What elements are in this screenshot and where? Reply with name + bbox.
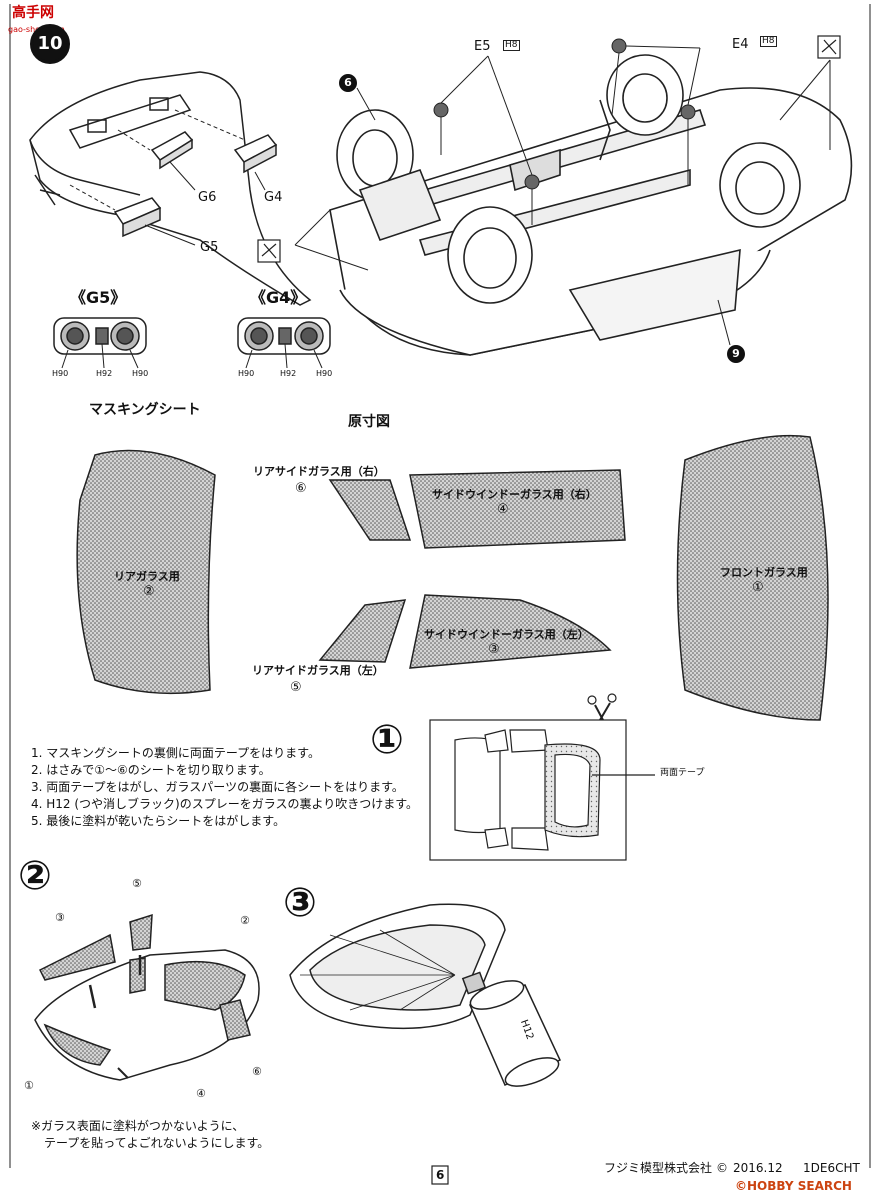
masking-piece-side-window-left: [409, 594, 612, 669]
spray-can: [461, 971, 561, 1087]
num-front-glass: ①: [752, 580, 764, 595]
fastener-label-e4: E4: [732, 37, 749, 52]
label-front-glass: フロントガラス用: [720, 566, 808, 579]
label-rear-side-left: リアサイドガラス用（左）: [252, 664, 384, 677]
step2-label-6: ⑥: [252, 1065, 262, 1078]
actual-size-label: 原寸図: [348, 414, 390, 430]
num-rear-glass: ②: [143, 584, 155, 599]
footer-company: フジミ模型株式会社: [604, 1161, 713, 1175]
num-rear-side-right: ⑥: [295, 481, 307, 496]
step1-diagram: [429, 693, 655, 861]
page-number: 6: [436, 1168, 445, 1182]
instruction-5: 5. 最後に塗料が乾いたらシートをはがします。: [31, 814, 286, 828]
step-number-badge: 10: [30, 24, 70, 64]
label-rear-side-right: リアサイドガラス用（右）: [253, 465, 385, 478]
masking-piece-side-window-right: [409, 469, 626, 549]
fastener-e5-paint: H8: [503, 40, 520, 51]
label-rear-glass: リアガラス用: [114, 570, 180, 583]
masking-piece-rear-glass: [76, 449, 216, 695]
label-side-window-left: サイドウインドーガラス用（左）: [424, 628, 589, 641]
callout-9: 9: [727, 345, 745, 363]
num-side-window-left: ③: [488, 642, 500, 657]
step3-diagram: [289, 903, 561, 1087]
num-rear-side-left: ⑤: [290, 680, 302, 695]
footer-copyright: ©: [716, 1161, 728, 1175]
part-label-g4: G4: [264, 190, 283, 205]
part-g4: [233, 134, 278, 174]
step1-tape-label: 両面テープ: [660, 768, 705, 778]
masking-piece-front-glass: [676, 434, 829, 721]
watermark-logo: 高手网: [12, 5, 54, 21]
lens-g4-color-1: H90: [238, 369, 255, 378]
footer-date: 2016.12: [733, 1161, 783, 1175]
part-label-g6: G6: [198, 190, 217, 205]
lens-g4-color-2: H92: [280, 369, 297, 378]
step2-label-5: ⑤: [132, 877, 142, 890]
car-underside-drawing: [329, 54, 853, 356]
step3-number: ③: [283, 880, 317, 926]
lens-g5-color-1: H90: [52, 369, 69, 378]
lens-g5-diagram: [53, 317, 147, 369]
instruction-4: 4. H12 (つや消しブラック)のスプレーをガラスの裏より吹きつけます。: [31, 797, 419, 811]
lens-g5-title: 《G5》: [70, 288, 127, 307]
lens-g5-color-2: H92: [96, 369, 113, 378]
step2-label-1: ①: [24, 1079, 34, 1092]
part-label-g5: G5: [200, 240, 219, 255]
step2-number: ②: [18, 853, 52, 899]
instruction-3: 3. 両面テープをはがし、ガラスパーツの裏面に各シートをはります。: [31, 780, 404, 794]
step1-number: ①: [370, 717, 404, 763]
rear-bumper-drawing: [29, 71, 312, 306]
step2-label-3: ③: [55, 911, 65, 924]
page-number-box: [431, 1165, 449, 1185]
masking-piece-rear-side-left: [318, 599, 407, 663]
footer-note-line1: ※ガラス表面に塗料がつかないように、: [31, 1119, 245, 1133]
site-watermark: ©HOBBY SEARCH: [735, 1179, 852, 1193]
glue-icon: [257, 35, 841, 263]
leader-lines-top: [294, 45, 831, 346]
fasteners: [433, 38, 696, 190]
footer-code: 1DE6CHT: [803, 1161, 860, 1175]
footer-note-line2: テープを貼ってよごれないようにします。: [44, 1136, 270, 1150]
lens-g4-title: 《G4》: [250, 288, 307, 307]
instruction-list: 1. マスキングシートの裏側に両面テープをはります。 2. はさみで①～⑥のシー…: [31, 745, 418, 830]
fastener-e4-paint: H8: [760, 36, 777, 47]
callout-6: 6: [339, 74, 357, 92]
masking-sheet-title: マスキングシート: [89, 402, 201, 418]
lens-g4-diagram: [237, 317, 331, 369]
label-side-window-right: サイドウインドーガラス用（右）: [432, 488, 597, 501]
lens-g5-color-3: H90: [132, 369, 149, 378]
masking-piece-rear-side-right: [328, 479, 412, 541]
step2-diagram: [34, 913, 260, 1081]
part-g5: [113, 197, 162, 238]
step2-label-4: ④: [196, 1087, 206, 1100]
num-side-window-right: ④: [497, 502, 509, 517]
part-g6: [150, 131, 194, 170]
instruction-2: 2. はさみで①～⑥のシートを切り取ります。: [31, 763, 271, 777]
lens-g4-color-3: H90: [316, 369, 333, 378]
fastener-label-e5: E5: [474, 39, 491, 54]
instruction-1: 1. マスキングシートの裏側に両面テープをはります。: [31, 746, 320, 760]
step2-label-2: ②: [240, 914, 250, 927]
